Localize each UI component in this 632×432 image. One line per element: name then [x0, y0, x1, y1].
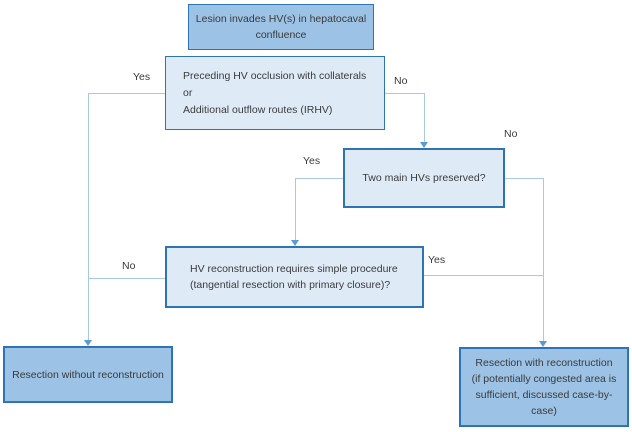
- connector-simple-no-h: [88, 278, 165, 279]
- arrowhead-into-no-recon: [84, 340, 92, 346]
- arrowhead-into-simple-proc: [291, 240, 299, 246]
- connector-occlusion-no-h: [385, 93, 424, 94]
- node-occlusion-line: Preceding HV occlusion with collaterals: [183, 69, 367, 82]
- node-with-recon: Resection with reconstruction (if potent…: [459, 347, 629, 427]
- edge-label-simple-yes: Yes: [428, 254, 446, 266]
- node-occlusion-line: Additional outflow routes (IRHV): [183, 103, 333, 116]
- connector-right-trunk-v: [543, 178, 544, 341]
- connector-left-trunk-v: [88, 93, 89, 340]
- node-with-recon-line: (if potentially congested area is: [471, 373, 617, 385]
- node-simple-proc-line: HV reconstruction requires simple proced…: [190, 263, 398, 275]
- arrowhead-into-two-hvs: [420, 142, 428, 148]
- arrowhead-into-with-recon: [539, 341, 547, 347]
- node-two-hvs-line: Two main HVs preserved?: [362, 172, 486, 184]
- node-with-recon-line: Resection with reconstruction: [475, 357, 613, 369]
- edge-label-two-hvs-no: No: [504, 128, 518, 140]
- connector-occlusion-no-v: [424, 93, 425, 142]
- node-no-recon-line: Resection without reconstruction: [12, 368, 164, 381]
- connector-two-hvs-yes-v: [295, 178, 296, 240]
- node-occlusion-line: or: [183, 86, 193, 99]
- node-occlusion: Preceding HV occlusion with collaterals …: [165, 56, 385, 130]
- node-simple-proc-line: (tangential resection with primary closu…: [190, 279, 391, 291]
- edge-label-two-hvs-yes: Yes: [303, 155, 321, 167]
- connector-two-hvs-no-h: [505, 178, 543, 179]
- edge-label-occlusion-no: No: [394, 75, 408, 87]
- connector-simple-yes-h: [424, 275, 543, 276]
- node-with-recon-line: case): [531, 405, 557, 417]
- node-with-recon-line: sufficient, discussed case-by-: [475, 389, 613, 401]
- node-two-hvs: Two main HVs preserved?: [343, 148, 505, 208]
- node-simple-proc: HV reconstruction requires simple proced…: [165, 246, 424, 308]
- connector-two-hvs-yes-h: [295, 178, 343, 179]
- edge-label-simple-no: No: [122, 260, 136, 272]
- node-start-line: confluence: [255, 29, 307, 41]
- node-start-line: Lesion invades HV(s) in hepatocaval: [195, 13, 367, 25]
- connector-occlusion-yes-h: [88, 93, 165, 94]
- node-no-recon: Resection without reconstruction: [3, 346, 173, 403]
- edge-label-occlusion-yes: Yes: [133, 71, 151, 83]
- node-start: Lesion invades HV(s) in hepatocaval conf…: [188, 4, 374, 50]
